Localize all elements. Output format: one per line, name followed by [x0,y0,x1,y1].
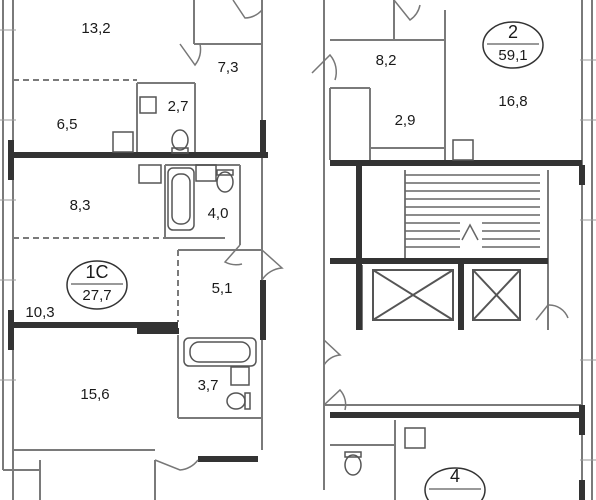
apartment-marker-2: 2 59,1 [482,21,544,69]
room-area-label: 2,7 [168,98,189,115]
room-area-label: 8,3 [70,197,91,214]
apartment-number: 4 [450,466,460,486]
room-areas: 13,2 7,3 8,2 2,9 16,8 6,5 2,7 8,3 4,0 5,… [25,20,527,403]
apartment-area: 59,1 [498,47,527,64]
elevators [372,269,521,321]
windows [0,29,596,461]
room-area-label: 10,3 [25,304,54,321]
toilets [171,129,362,476]
room-area-label: 13,2 [81,20,110,37]
door-swings [154,0,569,471]
room-area-label: 7,3 [218,59,239,76]
apartment-marker-1c: 1С 27,7 [66,260,128,310]
staircase [405,174,540,248]
apartment-area: 27,7 [82,287,111,304]
apartment-number: 2 [508,22,518,42]
apartment-number: 1С [85,262,108,282]
apartment-markers: 1С 27,7 2 59,1 4 [66,21,544,500]
room-area-label: 2,9 [395,112,416,129]
room-area-label: 6,5 [57,116,78,133]
room-area-label: 8,2 [376,52,397,69]
apartment-marker-4: 4 [424,466,486,500]
room-area-label: 5,1 [212,280,233,297]
sinks [112,96,474,449]
room-area-label: 4,0 [208,205,229,222]
room-area-label: 15,6 [80,386,109,403]
walls-thick [8,120,585,500]
bathtubs [167,167,257,367]
room-area-label: 16,8 [498,93,527,110]
room-area-label: 3,7 [198,377,219,394]
